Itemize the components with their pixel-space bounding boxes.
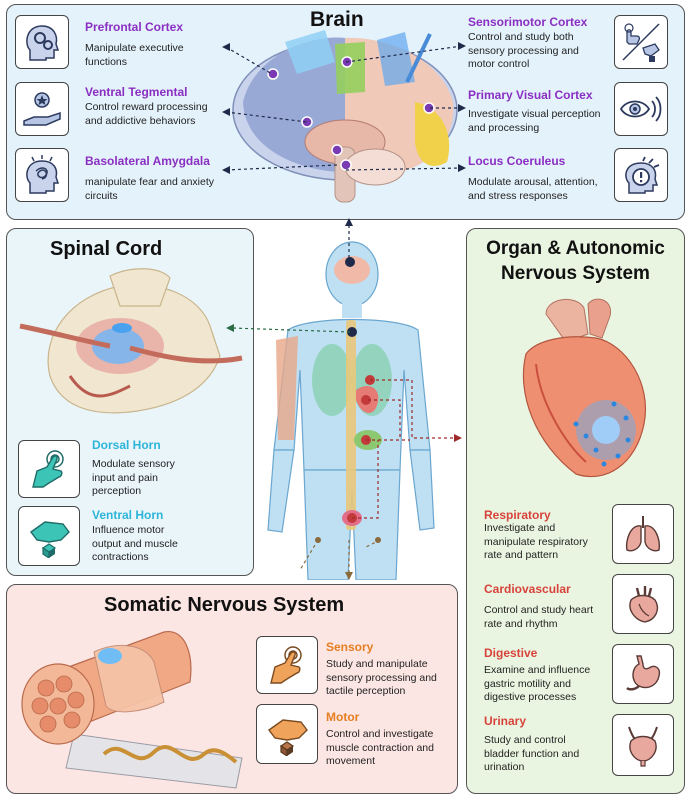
prefrontal-cortex-desc: Manipulate executive functions [85, 42, 184, 68]
respiratory-icon-box [612, 504, 674, 564]
urinary-icon-box [612, 714, 674, 776]
human-body-illustration [267, 241, 435, 580]
bladder-icon [628, 726, 658, 767]
tangled-thought-icon [26, 155, 60, 194]
basolateral-amygdala-label: Basolateral Amygdala [85, 154, 210, 168]
brain-illustration [232, 30, 458, 203]
basolateral-amygdala-desc: manipulate fear and anxiety circuits [85, 176, 214, 202]
prefrontal-cortex-icon-box [15, 15, 69, 69]
alert-head-icon [625, 156, 660, 194]
ventral-horn-label: Ventral Horn [92, 508, 164, 522]
stomach-icon [626, 655, 661, 691]
eye-waves-icon [619, 96, 662, 122]
dorsal-horn-icon-box [18, 440, 80, 498]
ventral-tegmental-icon-box [15, 82, 69, 136]
sensory-desc: Study and manipulate sensory processing … [326, 658, 437, 697]
digestive-icon-box [612, 644, 674, 704]
primary-visual-cortex-icon-box [614, 82, 668, 136]
motor-desc: Control and investigate muscle contracti… [326, 728, 434, 767]
heart-illustration [522, 298, 646, 478]
ventral-tegmental-desc: Control reward processing and addictive … [85, 101, 208, 127]
dorsal-horn-desc: Modulate sensory input and pain percepti… [92, 458, 175, 497]
motor-label: Motor [326, 710, 360, 724]
gears-head-icon [26, 25, 60, 61]
cardiovascular-label: Cardiovascular [484, 582, 571, 596]
basolateral-amygdala-icon-box [15, 148, 69, 202]
cardiovascular-icon-box [612, 574, 674, 634]
tap-finger-icon [32, 450, 64, 488]
brain-connectors [222, 42, 466, 174]
spinal-cord-title: Spinal Cord [50, 238, 163, 260]
nerve-implant-illustration [21, 631, 243, 789]
respiratory-label: Respiratory [484, 508, 551, 522]
somatic-title: Somatic Nervous System [104, 594, 345, 616]
primary-visual-cortex-desc: Investigate visual perception and proces… [468, 108, 601, 134]
locus-coeruleus-desc: Modulate arousal, attention, and stress … [468, 176, 598, 202]
brain-title: Brain [310, 8, 364, 31]
respiratory-desc: Investigate and manipulate respiratory r… [484, 522, 588, 561]
ventral-tegmental-label: Ventral Tegmental [85, 85, 188, 99]
prefrontal-cortex-label: Prefrontal Cortex [85, 20, 184, 34]
motor-icon-box [256, 704, 318, 764]
cardiovascular-desc: Control and study heart rate and rhythm [484, 604, 594, 630]
grab-cube-icon [30, 521, 70, 558]
reward-hand-icon [23, 92, 61, 126]
heart-icon [629, 586, 659, 623]
urinary-desc: Study and control bladder function and u… [484, 734, 580, 773]
sensorimotor-cortex-desc: Control and study both sensory processin… [468, 31, 579, 70]
sensory-icon-box [256, 636, 318, 694]
sensorimotor-cortex-label: Sensorimotor Cortex [468, 15, 588, 29]
sensorimotor-cortex-icon-box [614, 15, 668, 69]
ventral-horn-icon-box [18, 506, 80, 566]
touch-manipulate-icon [622, 23, 660, 62]
lungs-icon [625, 516, 661, 552]
tap-finger-icon [270, 646, 302, 684]
sensory-label: Sensory [326, 640, 374, 654]
ventral-horn-desc: Influence motor output and muscle contra… [92, 524, 178, 563]
spinal-cord-illustration [19, 268, 243, 414]
locus-coeruleus-label: Locus Coeruleus [468, 154, 566, 168]
dorsal-horn-label: Dorsal Horn [92, 438, 161, 452]
digestive-label: Digestive [484, 646, 538, 660]
digestive-desc: Examine and influence gastric motility a… [484, 664, 591, 703]
locus-coeruleus-icon-box [614, 148, 668, 202]
grab-cube-icon [268, 719, 308, 756]
organ-autonomic-title: Organ & Autonomic Nervous System [486, 238, 665, 284]
urinary-label: Urinary [484, 714, 527, 728]
primary-visual-cortex-label: Primary Visual Cortex [468, 88, 593, 102]
